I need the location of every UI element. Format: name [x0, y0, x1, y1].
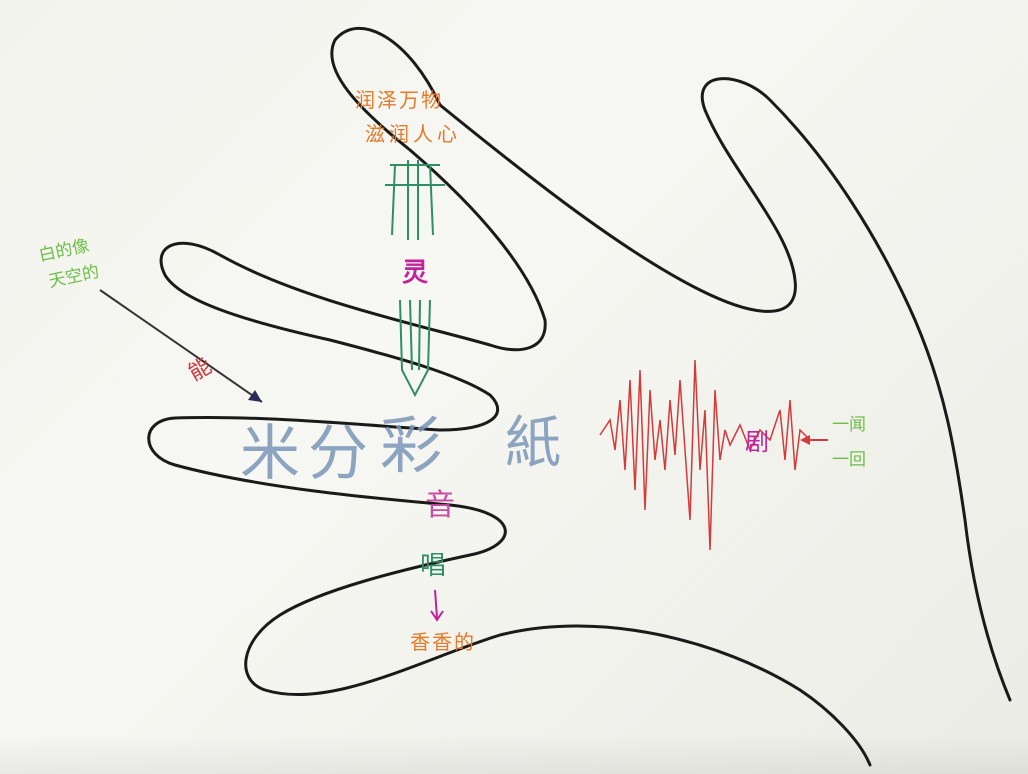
word-right: 紙: [505, 398, 561, 479]
spine-label: 灵: [402, 252, 428, 289]
word-middle: 彩: [380, 395, 442, 485]
top-text-line2: 滋润人心: [365, 118, 461, 147]
down-arrow: [431, 590, 443, 620]
bottom-text: 香香的: [410, 626, 476, 655]
left-arrow: [100, 290, 262, 402]
top-text-line1: 润泽万物: [355, 84, 443, 113]
word-left: 米分: [240, 405, 376, 492]
sound-wave: [600, 360, 810, 550]
hand-outline-right: [440, 79, 1010, 700]
right-text-line2: 一回: [832, 445, 866, 470]
right-arrow: [800, 435, 828, 445]
wave-label: 剧: [745, 422, 769, 457]
below-word-text: 音: [425, 480, 455, 524]
right-text-line1: 一闻: [832, 410, 866, 435]
below-word-text2: 唱: [420, 545, 446, 582]
